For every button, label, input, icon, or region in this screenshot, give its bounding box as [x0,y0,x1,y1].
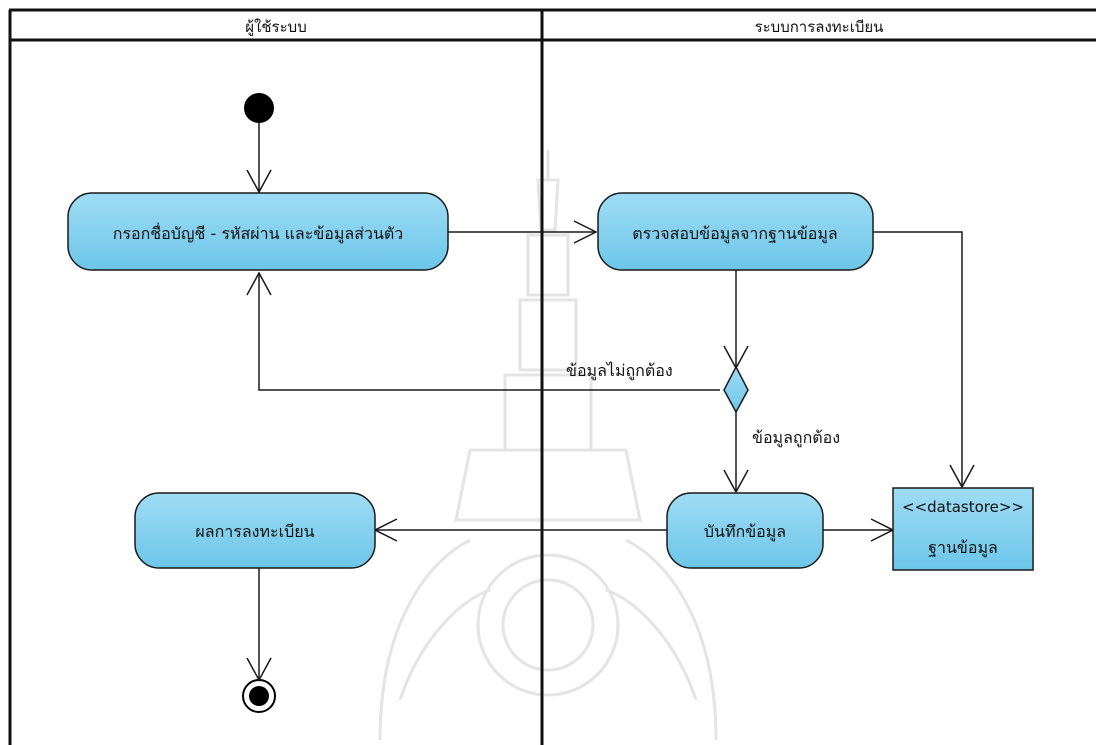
lane-title-system: ระบบการลงทะเบียน [755,18,884,36]
final-node [242,679,276,713]
decision-node [723,365,749,414]
watermark-emblem [378,150,718,741]
activity-result-label: ผลการลงทะเบียน [195,522,314,541]
activity-enter-info-label: กรอกชื่อบัญชี - รหัสผ่าน และข้อมูลส่วนตั… [113,222,404,244]
guard-invalid: ข้อมูลไม่ถูกต้อง [566,361,673,381]
flow-invalid [258,273,720,391]
swimlanes [8,8,1096,745]
guard-valid: ข้อมูลถูกต้อง [752,428,840,448]
activity-result: ผลการลงทะเบียน [134,492,376,569]
activity-save: บันทึกข้อมูล [666,492,824,569]
control-flows [246,123,975,682]
datastore-stereotype: <<datastore>> [902,498,1024,516]
datastore-name: ฐานข้อมูล [928,538,998,558]
initial-node [244,93,274,123]
flow-check-datastore [873,231,963,487]
activity-check-db-label: ตรวจสอบข้อมูลจากฐานข้อมูล [632,224,837,244]
datastore-node: <<datastore>> ฐานข้อมูล [892,487,1034,571]
activity-check-db: ตรวจสอบข้อมูลจากฐานข้อมูล [597,192,874,271]
activity-enter-info: กรอกชื่อบัญชี - รหัสผ่าน และข้อมูลส่วนตั… [67,192,449,271]
lane-title-user: ผู้ใช้ระบบ [245,18,306,36]
activity-save-label: บันทึกข้อมูล [704,522,786,542]
